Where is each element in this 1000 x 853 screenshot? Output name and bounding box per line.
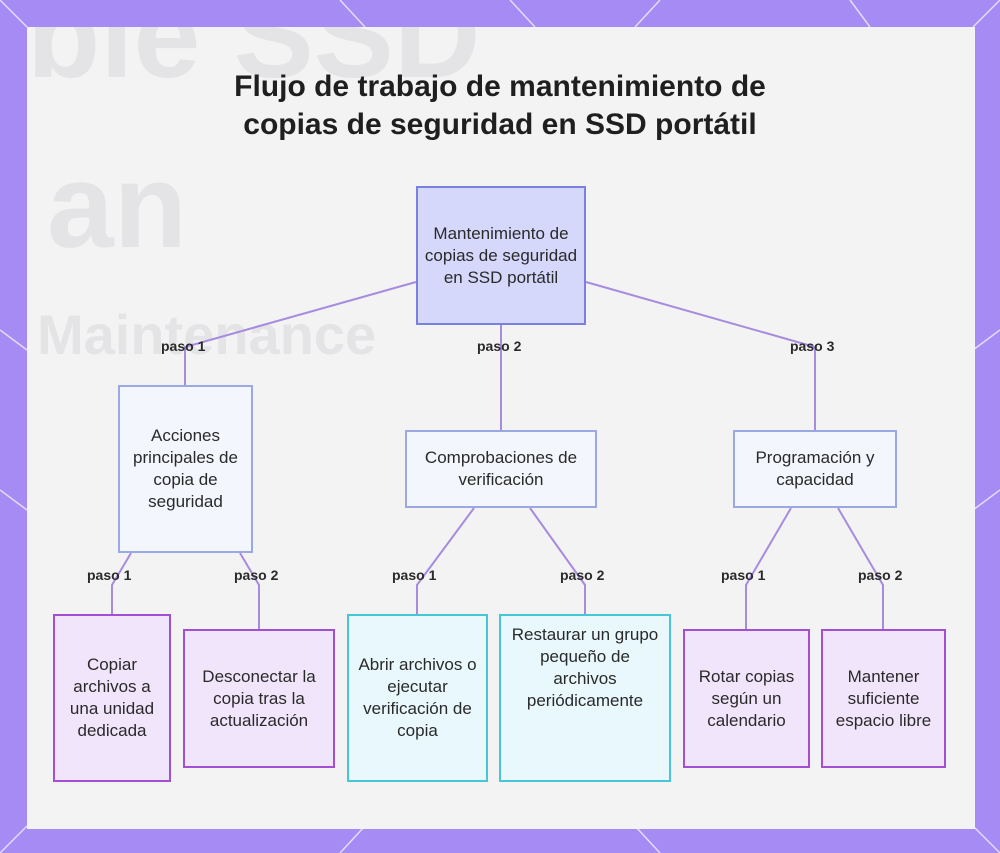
node-comprobaciones: Comprobaciones de verificación (405, 430, 597, 508)
edge-label: paso 1 (721, 567, 766, 583)
edge-label: paso 1 (87, 567, 132, 583)
edge-label: paso 3 (790, 338, 835, 354)
edge-label: paso 1 (392, 567, 437, 583)
node-copiar: Copiar archivos a una unidad dedicada (53, 614, 171, 782)
page-title: Flujo de trabajo de mantenimiento de cop… (0, 68, 1000, 144)
connector (416, 507, 475, 614)
connector (529, 507, 586, 614)
watermark-text: an (47, 139, 188, 273)
node-abrir: Abrir archivos o ejecutar verificación d… (347, 614, 488, 782)
node-programacion: Programación y capacidad (733, 430, 897, 508)
edge-label: paso 1 (161, 338, 206, 354)
connector (184, 281, 417, 385)
node-mantener: Mantener suficiente espacio libre (821, 629, 946, 768)
edge-label: paso 2 (234, 567, 279, 583)
edge-label: paso 2 (858, 567, 903, 583)
watermark-text: Maintenance (37, 303, 377, 366)
connector (745, 507, 792, 629)
edge-label: paso 2 (560, 567, 605, 583)
node-desconectar: Desconectar la copia tras la actualizaci… (183, 629, 335, 768)
watermark-text: ble SSD (27, 27, 481, 103)
connector (111, 552, 132, 614)
connector (239, 552, 260, 629)
node-rotar: Rotar copias según un calendario (683, 629, 810, 768)
node-restaurar: Restaurar un grupo pequeño de archivos p… (499, 614, 671, 782)
node-root: Mantenimiento de copias de seguridad en … (416, 186, 586, 325)
title-line-2: copias de seguridad en SSD portátil (243, 108, 757, 141)
edge-label: paso 2 (477, 338, 522, 354)
title-line-1: Flujo de trabajo de mantenimiento de (234, 70, 766, 103)
node-acciones: Acciones principales de copia de segurid… (118, 385, 253, 553)
connector (837, 507, 884, 629)
connector (585, 281, 816, 430)
